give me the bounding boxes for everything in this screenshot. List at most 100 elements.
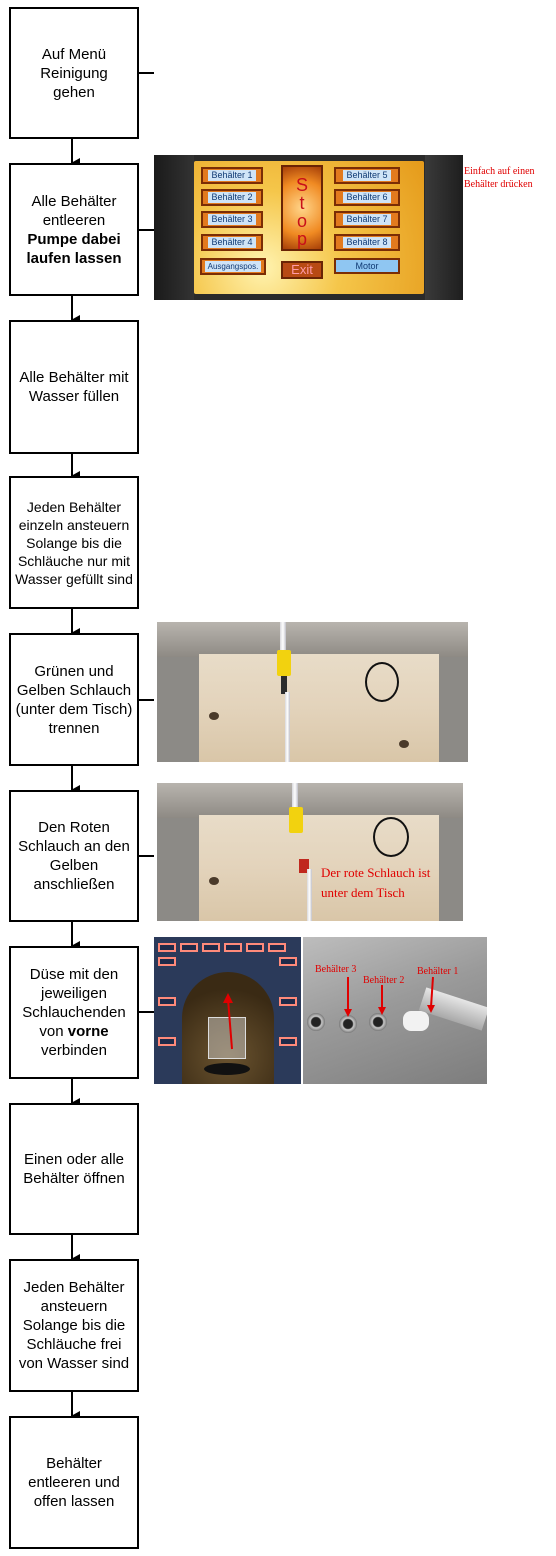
step-7-text-line-3: Schlauchenden (22, 1004, 126, 1021)
black-cable-loop (365, 662, 399, 702)
screen-bezel-right (425, 155, 463, 300)
container-5-label: Behälter 5 (343, 170, 391, 181)
wall-tile (158, 943, 176, 952)
step-8-text-line-1: Einen oder alle (23, 1151, 125, 1168)
step-5-text-line-1: Grünen und (34, 662, 114, 680)
nozzle-arrow (223, 993, 233, 1050)
step-5-text-line-3: (unter dem Tisch) (15, 700, 133, 718)
step-7-text-line-2: jeweiligen (41, 985, 107, 1002)
container-2-label: Behälter 2 (208, 192, 256, 203)
port-arrows (344, 976, 435, 1017)
step-2-text-line-2: entleeren (42, 211, 106, 229)
port-label-container-3: Behälter 3 (315, 964, 357, 975)
container-3-label: Behälter 3 (208, 214, 256, 225)
step-2-bold-line-2: laufen lassen (26, 249, 122, 267)
step-10-text-line-3: offen lassen (33, 1493, 115, 1510)
step-8-text-line-2: Behälter öffnen (23, 1170, 125, 1187)
wall-tile (279, 957, 297, 966)
wood-knot (209, 712, 219, 720)
step-9-text-line-2: ansteuern (40, 1298, 108, 1315)
step-2-bold-line-1: Pumpe dabei (27, 230, 121, 248)
screen-bezel-left (154, 155, 194, 300)
container-5-button[interactable]: Behälter 5 (334, 167, 400, 184)
container-8-button[interactable]: Behälter 8 (334, 234, 400, 251)
step-6-text-line-3: Gelben (49, 857, 99, 874)
step-4-text-line-1: Jeden Behälter (26, 498, 122, 515)
connector-step-6 (139, 855, 154, 857)
step-7-bold-word: vorne (67, 1023, 109, 1040)
stop-button[interactable]: S t o p (281, 165, 323, 251)
stop-letter-s: S (295, 175, 308, 195)
cup-holder (204, 1063, 250, 1075)
step-4-text-line-4: Schläuche nur mit (17, 552, 131, 569)
red-hose-note-line-1: Der rote Schlauch ist (321, 865, 431, 880)
wall-tile (246, 943, 264, 952)
red-hose-end (299, 859, 309, 873)
step-5-text-line-4: trennen (48, 719, 100, 737)
port-label-container-2: Behälter 2 (363, 975, 405, 986)
step-9-text-line-5: von Wasser sind (18, 1355, 130, 1372)
container-4-label: Behälter 4 (208, 237, 256, 248)
connector-step-2 (139, 229, 154, 231)
container-4-button[interactable]: Behälter 4 (201, 234, 263, 251)
container-2-port (369, 1013, 387, 1031)
step-4-text-line-2: einzeln ansteuern (18, 516, 130, 533)
step-10-text-line-1: Behälter (46, 1455, 102, 1472)
wall-tile (180, 943, 198, 952)
step-9-text-line-3: Solange bis die (22, 1317, 126, 1334)
wood-knot (209, 877, 219, 885)
step-3-text-line-2: Wasser füllen (28, 388, 120, 405)
hoses-separate-photo (157, 622, 468, 762)
step-3-text-line-1: Alle Behälter mit (19, 369, 129, 386)
nozzle-photo (154, 937, 301, 1084)
wall-tile (279, 1037, 297, 1046)
step-4-text-line-3: Solange bis die (26, 534, 122, 551)
container-1-hose-fitting (403, 1011, 429, 1031)
green-hose (285, 692, 290, 762)
exit-button[interactable]: Exit (281, 261, 323, 279)
container-2-button[interactable]: Behälter 2 (201, 189, 263, 206)
hose-ports-photo: Behälter 3 Behälter 2 Behälter 1 (303, 937, 487, 1084)
black-fitting (281, 676, 287, 694)
step-9-text-line-4: Schläuche frei (26, 1336, 122, 1353)
stop-letter-t: t (299, 193, 305, 213)
step-1-text-line-2: Reinigung (40, 64, 108, 82)
home-position-label: Ausgangspos. (204, 261, 262, 272)
wall-tile (158, 997, 176, 1006)
container-3-button[interactable]: Behälter 3 (201, 211, 263, 228)
step-4-text-line-5: Wasser gefüllt sind (15, 570, 133, 587)
container-6-button[interactable]: Behälter 6 (334, 189, 400, 206)
step-6-text-line-1: Den Roten (38, 819, 110, 836)
step-10-text-line-2: entleeren und (28, 1474, 120, 1491)
wall-tile (268, 943, 286, 952)
stop-letter-p: p (296, 229, 307, 249)
connector-step-5 (139, 699, 154, 701)
container-3-port (339, 1015, 357, 1033)
touchscreen-menu-photo: Behälter 1 Behälter 2 Behälter 3 Behälte… (154, 155, 463, 300)
step-7-text-line-4: von (39, 1023, 68, 1040)
motor-button[interactable]: Motor (334, 258, 400, 274)
container-6-label: Behälter 6 (343, 192, 391, 203)
step-1-text-line-3: gehen (53, 83, 95, 101)
wall-tile (224, 943, 242, 952)
yellow-connector (277, 650, 291, 676)
step-6-text-line-2: Schlauch an den (18, 838, 130, 855)
step-7-text-line-5: verbinden (41, 1042, 107, 1059)
ceiling-area (157, 622, 468, 657)
container-1-button[interactable]: Behälter 1 (201, 167, 263, 184)
container-7-label: Behälter 7 (343, 214, 391, 225)
wood-knot (399, 740, 409, 748)
step-9-text-line-1: Jeden Behälter (23, 1279, 125, 1296)
home-position-button[interactable]: Ausgangspos. (200, 258, 266, 275)
container-7-button[interactable]: Behälter 7 (334, 211, 400, 228)
